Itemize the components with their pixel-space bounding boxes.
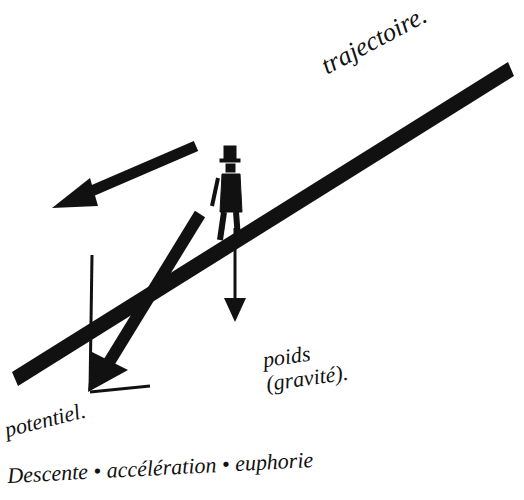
weight-arrow bbox=[224, 228, 246, 322]
direction-arrow bbox=[52, 146, 196, 208]
weight-label: poids (gravité). bbox=[261, 333, 375, 396]
trajectory-bar bbox=[12, 62, 514, 386]
potential-arrow bbox=[88, 214, 200, 392]
walking-figure bbox=[212, 146, 242, 240]
trajectory-label: trajectoire. bbox=[317, 1, 432, 80]
motto-label: Descente • accélération • euphorie bbox=[7, 448, 314, 488]
potential-label: potentiel. bbox=[2, 399, 88, 442]
